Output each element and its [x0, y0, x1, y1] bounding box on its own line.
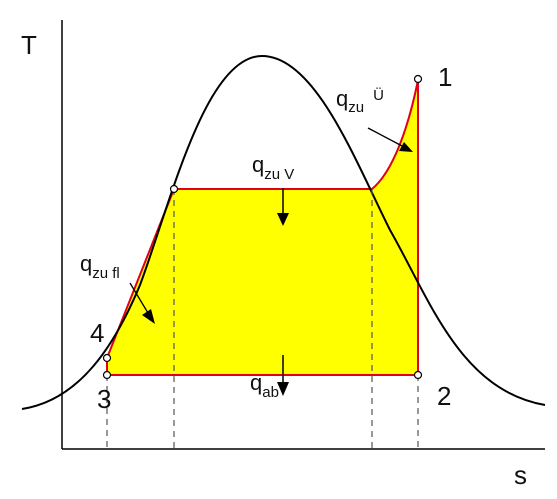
label-q-zu-ue: qzu Ü	[336, 86, 384, 116]
state-point-2-marker	[413, 370, 423, 380]
label-q-zu-fl-main: q	[80, 251, 92, 276]
y-axis-label: T	[21, 30, 37, 60]
state-point-sat-liquid-marker	[169, 184, 179, 194]
state-point-1-marker	[413, 74, 423, 84]
saturation-dome	[21, 54, 546, 410]
label-q-zu-v-sub: zu V	[264, 166, 294, 183]
label-q-ab-main: q	[250, 370, 262, 395]
state-point-3-marker	[102, 370, 112, 380]
arrow-q-zu-ue-head	[399, 142, 413, 152]
state-point-2-label: 2	[437, 381, 451, 411]
label-q-ab: qab	[250, 370, 279, 401]
state-point-4-marker	[102, 353, 112, 363]
arrow-q-zu-fl	[129, 282, 149, 314]
label-q-zu-v-main: q	[252, 152, 264, 177]
arrow-q-zu-fl-head	[142, 309, 155, 324]
label-q-zu-ue-sup: Ü	[373, 86, 384, 104]
heat-arrows	[129, 127, 413, 396]
label-q-zu-v: qzu V	[252, 152, 294, 183]
dashed-guides	[106, 189, 419, 449]
arrow-q-zu-v-head	[277, 213, 289, 226]
label-q-zu-fl: qzu fl	[80, 251, 120, 282]
state-point-1-label: 1	[438, 62, 452, 92]
state-point-4-label: 4	[90, 318, 104, 348]
label-q-zu-fl-sub: zu fl	[92, 265, 120, 282]
arrow-q-ab-head	[277, 382, 289, 396]
label-q-ab-sub: ab	[262, 384, 279, 401]
x-axis-label: s	[514, 460, 527, 490]
cycle-area	[107, 80, 418, 375]
arrow-q-zu-ue	[367, 127, 405, 148]
state-point-3-label: 3	[97, 384, 111, 414]
label-q-zu-ue-sub: zu	[348, 99, 364, 116]
label-q-zu-ue-main: q	[336, 86, 348, 111]
